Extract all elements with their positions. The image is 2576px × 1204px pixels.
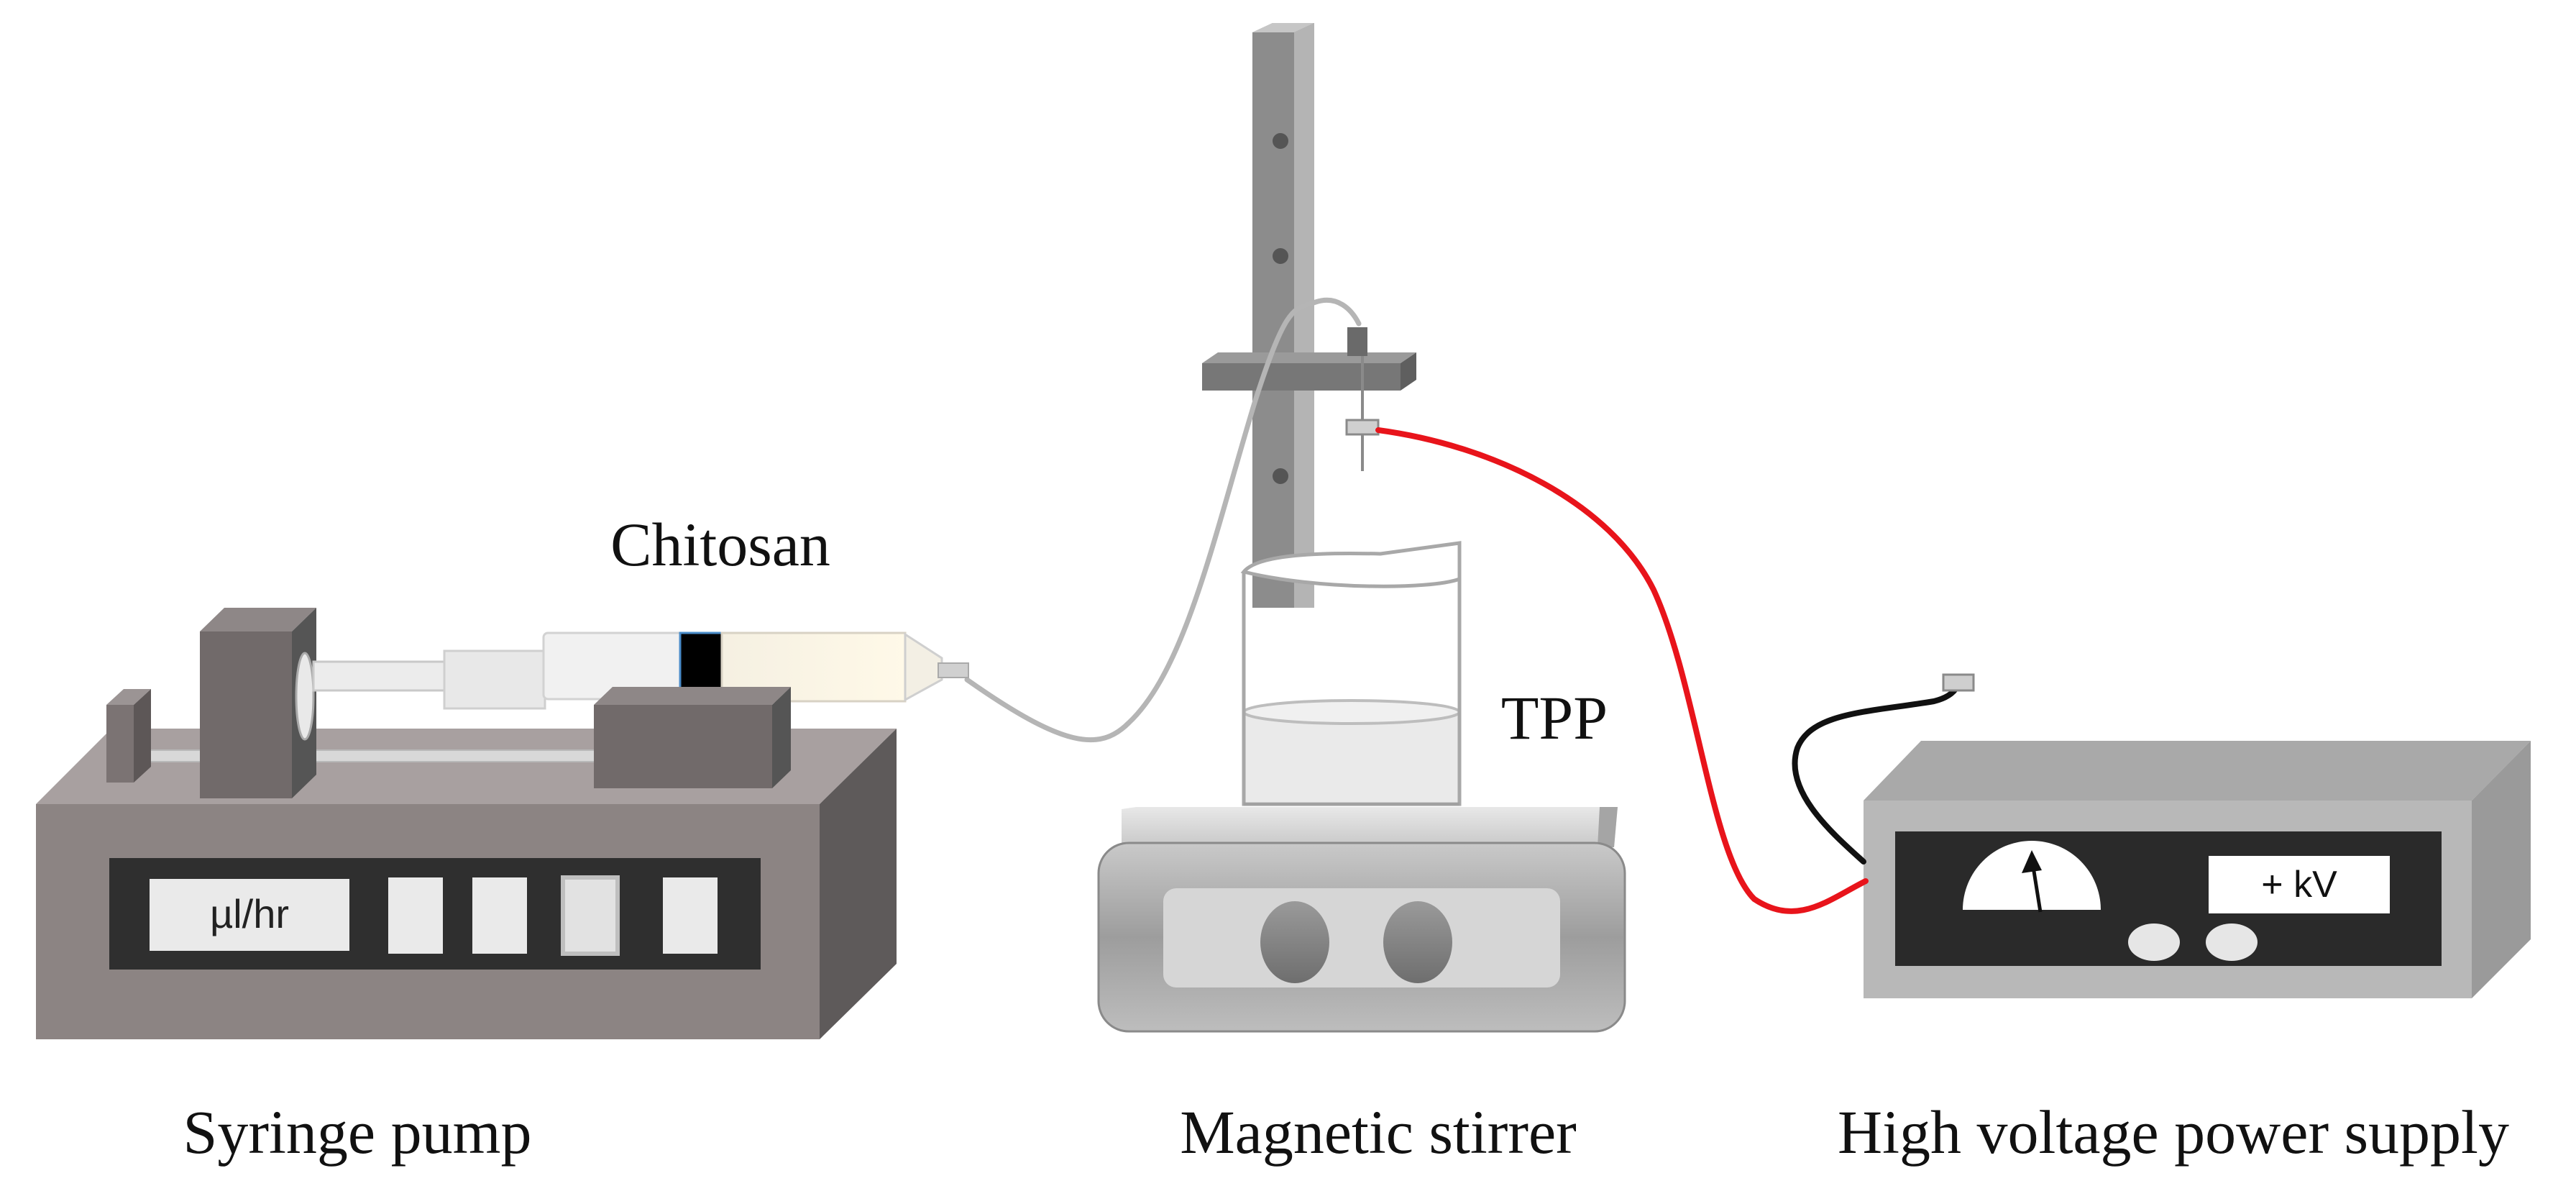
syringe-pump-label: Syringe pump xyxy=(183,1098,532,1167)
clamp-arm xyxy=(1202,352,1416,391)
syringe-pump: µl/hr xyxy=(36,608,897,1039)
stand-hole xyxy=(1273,468,1288,484)
chitosan-label: Chitosan xyxy=(610,510,830,579)
tpp-label: TPP xyxy=(1501,683,1608,752)
ground-cable xyxy=(1792,684,1960,865)
beaker xyxy=(1240,541,1462,806)
stirrer-knob[interactable] xyxy=(1383,901,1452,983)
hv-cable xyxy=(1375,427,1869,914)
ring-stand xyxy=(1202,23,1416,608)
pump-button[interactable] xyxy=(472,877,527,954)
stand-hole xyxy=(1273,133,1288,149)
pump-button[interactable] xyxy=(388,877,443,954)
power-supply: + kV xyxy=(1864,741,2531,998)
tube-connector xyxy=(1347,327,1367,356)
magnetic-stirrer-label: Magnetic stirrer xyxy=(1180,1098,1577,1167)
power-button[interactable] xyxy=(2128,923,2180,961)
power-button[interactable] xyxy=(2206,923,2258,961)
voltage-meter xyxy=(1963,841,2101,913)
pump-unit-label: µl/hr xyxy=(210,891,289,936)
pusher-block xyxy=(594,687,791,788)
power-supply-label: High voltage power supply xyxy=(1838,1098,2509,1167)
pump-rate-display xyxy=(150,879,349,951)
ground-connector xyxy=(1942,673,1975,692)
stand-hole xyxy=(1273,248,1288,264)
pump-button[interactable] xyxy=(561,875,620,956)
tubing xyxy=(964,297,1362,743)
kv-readout xyxy=(2209,856,2390,913)
stirrer-knob[interactable] xyxy=(1260,901,1329,983)
tpp-solution xyxy=(1244,712,1459,802)
needle xyxy=(1345,356,1380,471)
magnetic-stirrer xyxy=(1097,807,1626,1033)
kv-readout-label: + kV xyxy=(2261,864,2337,906)
pump-button[interactable] xyxy=(663,877,718,954)
